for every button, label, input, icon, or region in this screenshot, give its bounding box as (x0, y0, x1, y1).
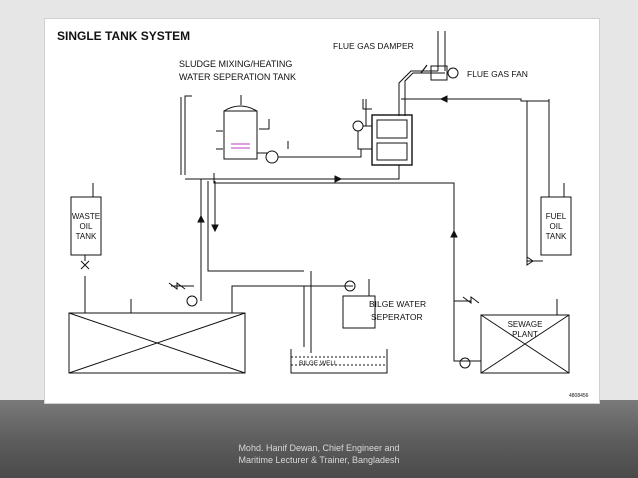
fuel-oil-label-3: TANK (546, 232, 567, 241)
waste-oil-label-3: TANK (76, 232, 97, 241)
bilge-well-label: BILGE WELL (299, 360, 338, 367)
flue-gas-duct (398, 31, 459, 116)
slide-footer-band (0, 400, 638, 478)
drawing-number: 4808456 (569, 393, 589, 399)
diagram-title: SINGLE TANK SYSTEM (57, 29, 190, 43)
bilge-separator (342, 279, 376, 329)
fuel-oil-tank (540, 183, 572, 256)
collecting-tank (68, 282, 246, 374)
waste-oil-label-1: WASTE (72, 212, 100, 221)
sludge-tank (216, 95, 362, 164)
bilge-well (290, 349, 388, 374)
diagram-frame: SINGLE TANK SYSTEM (44, 18, 600, 404)
sewage-plant (459, 296, 570, 374)
footer-line-2: Maritime Lecturer & Trainer, Bangladesh (238, 455, 400, 465)
waste-oil-tank (70, 183, 102, 270)
incinerator (352, 99, 413, 166)
bilge-separator-label-2: SEPERATOR (371, 312, 423, 322)
fuel-valve-icon (526, 256, 534, 266)
flue-gas-fan-label: FLUE GAS FAN (467, 69, 528, 79)
pipe-network (84, 95, 550, 362)
footer-line-1: Mohd. Hanif Dewan, Chief Engineer and (238, 443, 400, 453)
sewage-plant-label-2: PLANT (512, 330, 538, 339)
sewage-plant-label-1: SEWAGE (508, 320, 543, 329)
single-tank-system-diagram: SINGLE TANK SYSTEM (57, 29, 589, 399)
waste-oil-label-2: OIL (80, 222, 93, 231)
flow-arrows (197, 95, 458, 238)
fuel-oil-label-2: OIL (550, 222, 563, 231)
bilge-separator-label-1: BILGE WATER (369, 299, 426, 309)
sludge-tank-label-2: WATER SEPERATION TANK (179, 72, 296, 82)
fuel-oil-label-1: FUEL (546, 212, 567, 221)
diagram-labels: FLUE GAS DAMPER FLUE GAS FAN SLUDGE MIXI… (72, 41, 589, 399)
flue-gas-damper-label: FLUE GAS DAMPER (333, 41, 414, 51)
footer-credit: Mohd. Hanif Dewan, Chief Engineer and Ma… (210, 442, 428, 466)
sludge-tank-label-1: SLUDGE MIXING/HEATING (179, 59, 292, 69)
